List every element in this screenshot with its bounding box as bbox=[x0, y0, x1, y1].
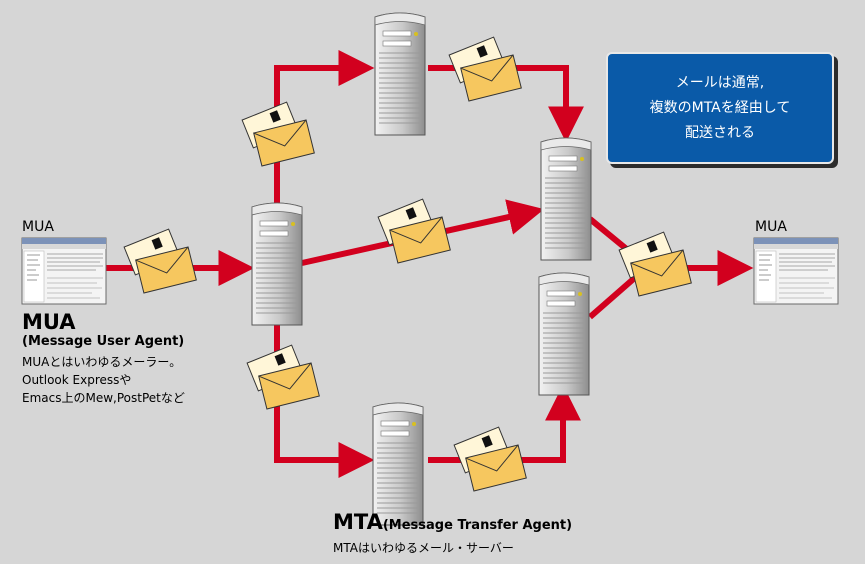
envelope-icon bbox=[618, 231, 692, 297]
mua-subtitle: (Message User Agent) bbox=[22, 334, 185, 349]
envelope-icon bbox=[246, 344, 320, 410]
relay-mta-server-icon bbox=[540, 137, 592, 261]
recipient-mua-window-icon bbox=[753, 237, 839, 305]
callout-line: 複数のMTAを経由して bbox=[649, 100, 791, 116]
mua-title: MUA bbox=[22, 310, 76, 334]
arrow-mta-to-top-server bbox=[274, 50, 375, 212]
mua-description-line: Emacs上のMew,PostPetなど bbox=[22, 391, 185, 405]
mua-description-line: Outlook Expressや bbox=[22, 373, 132, 387]
lower-relay-mta-server-icon bbox=[538, 272, 590, 396]
mta-subtitle: (Message Transfer Agent) bbox=[382, 518, 573, 533]
sender-mua-caption: MUA bbox=[22, 219, 54, 235]
recipient-mua-caption: MUA bbox=[755, 219, 787, 235]
mta-description: MTAはいわゆるメール・サーバー bbox=[333, 541, 514, 555]
callout-line: メールは通常, bbox=[675, 75, 765, 91]
envelope-icon bbox=[241, 101, 315, 167]
callout-line: 配送される bbox=[685, 125, 755, 141]
sender-mua-window-icon bbox=[21, 237, 107, 305]
top-mta-server-icon bbox=[374, 12, 426, 136]
envelope-icon bbox=[453, 426, 527, 492]
envelope-icon bbox=[123, 228, 197, 294]
mua-description-line: MUAとはいわゆるメーラー。 bbox=[22, 355, 182, 369]
mta-heading: MTA(Message Transfer Agent) bbox=[333, 510, 572, 534]
routing-note-callout: メールは通常, 複数のMTAを経由して 配送される bbox=[606, 52, 834, 164]
envelope-icon bbox=[377, 198, 451, 264]
sender-mta-server-icon bbox=[251, 202, 303, 326]
mta-title: MTA bbox=[333, 510, 383, 534]
bottom-mta-server-icon bbox=[372, 402, 424, 526]
envelope-icon bbox=[448, 36, 522, 102]
